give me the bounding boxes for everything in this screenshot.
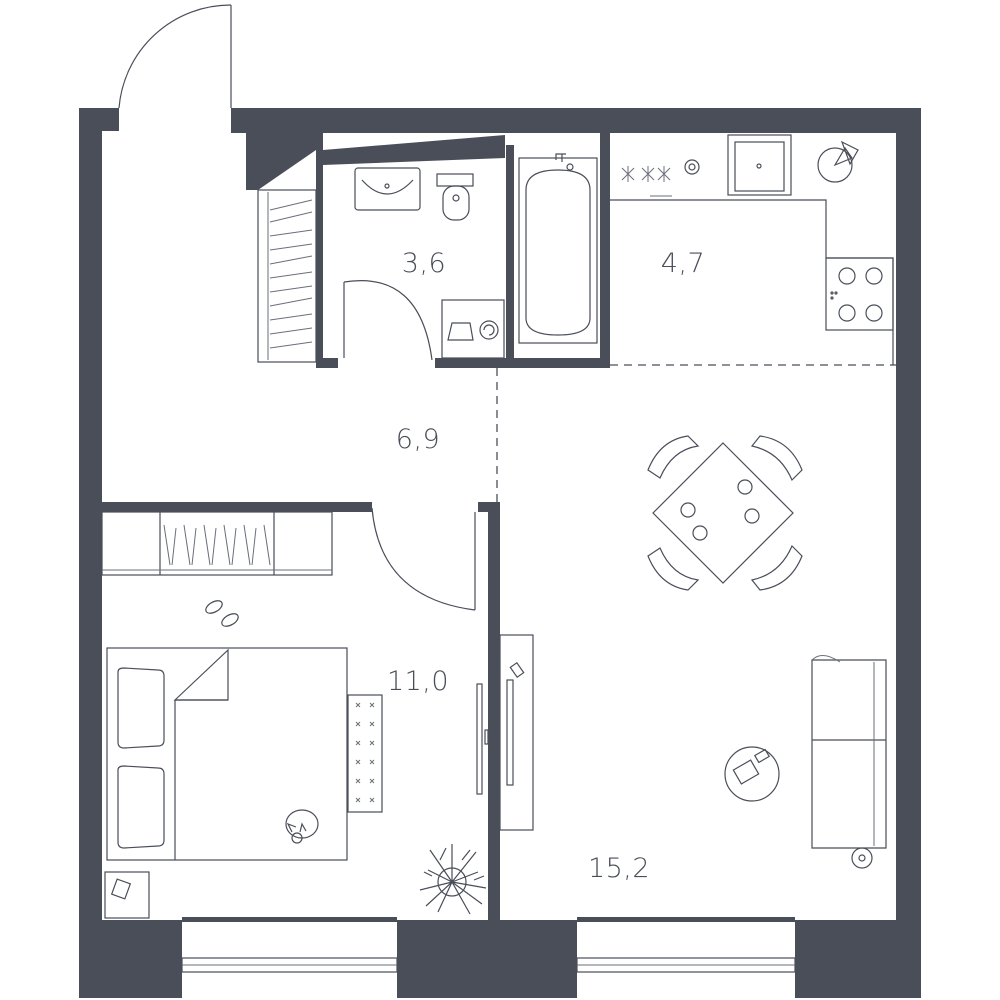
floor-lamp-icon bbox=[851, 847, 873, 869]
wall-tv-icon bbox=[476, 683, 489, 795]
doors bbox=[118, 4, 476, 611]
wall-bath-inner bbox=[506, 145, 514, 368]
sink-icon bbox=[354, 167, 421, 211]
washing-machine-icon bbox=[441, 299, 505, 359]
nightstand-icon bbox=[104, 871, 150, 919]
bathtub-icon bbox=[518, 153, 598, 344]
sparkle-decor-icon bbox=[621, 166, 671, 182]
room-label-bedroom: 11,0 bbox=[387, 666, 449, 697]
window-living bbox=[576, 957, 796, 973]
wall-bath-bottom bbox=[435, 358, 610, 368]
wall-bath-right bbox=[600, 133, 610, 368]
entrance-door bbox=[118, 4, 232, 109]
wall-bottom-sill-right bbox=[577, 917, 795, 922]
cat-icon bbox=[285, 809, 319, 844]
hall-wardrobe bbox=[257, 189, 317, 363]
bed-icon bbox=[106, 647, 348, 861]
tap-icon bbox=[684, 159, 700, 175]
windows bbox=[181, 957, 796, 973]
wall-bottom-right-pillar bbox=[795, 920, 921, 998]
dining-table bbox=[647, 435, 803, 591]
wall-top bbox=[231, 108, 921, 133]
room-label-bathroom: 3,6 bbox=[402, 248, 446, 279]
wall-bedroom-right bbox=[488, 502, 500, 920]
room-label-hallway: 6,9 bbox=[396, 424, 440, 455]
kitchen-sink-icon bbox=[727, 134, 792, 196]
pie-icon bbox=[817, 140, 859, 183]
hob-icon bbox=[830, 267, 883, 322]
coffee-table-icon bbox=[724, 746, 780, 802]
bathroom-door bbox=[343, 280, 433, 361]
wall-right bbox=[896, 108, 921, 923]
bathroom-fixtures bbox=[354, 153, 598, 359]
tv-stand bbox=[499, 634, 534, 831]
wall-bottom-sill-left bbox=[182, 917, 397, 922]
slippers-icon bbox=[205, 600, 239, 627]
wall-left bbox=[79, 108, 102, 923]
sofa-icon bbox=[811, 655, 887, 849]
bench-icon bbox=[347, 694, 383, 813]
zone-dividers bbox=[496, 364, 896, 502]
wall-niche-side bbox=[316, 133, 323, 368]
wall-niche-foot bbox=[316, 358, 338, 368]
chair-icon bbox=[647, 435, 803, 591]
plant-icon bbox=[419, 844, 487, 915]
plate-icon bbox=[680, 479, 760, 541]
room-labels: 3,6 4,7 6,9 11,0 15,2 bbox=[387, 248, 705, 884]
wall-bath-top bbox=[323, 135, 505, 165]
window-bedroom bbox=[181, 957, 398, 973]
wall-bedroom-top bbox=[102, 502, 372, 512]
wall-niche bbox=[246, 133, 316, 190]
room-label-living: 15,2 bbox=[588, 853, 650, 884]
room-label-kitchen: 4,7 bbox=[661, 248, 705, 279]
wall-bottom-middle-pillar bbox=[397, 920, 577, 998]
wall-bottom-left-pillar bbox=[79, 920, 182, 998]
bedroom-wardrobe bbox=[101, 511, 333, 576]
kitchen-fixtures bbox=[610, 134, 894, 365]
toilet-icon bbox=[436, 173, 474, 221]
wall-top-left-stub bbox=[79, 108, 119, 131]
bedroom-door bbox=[371, 507, 476, 611]
walls bbox=[79, 108, 921, 998]
